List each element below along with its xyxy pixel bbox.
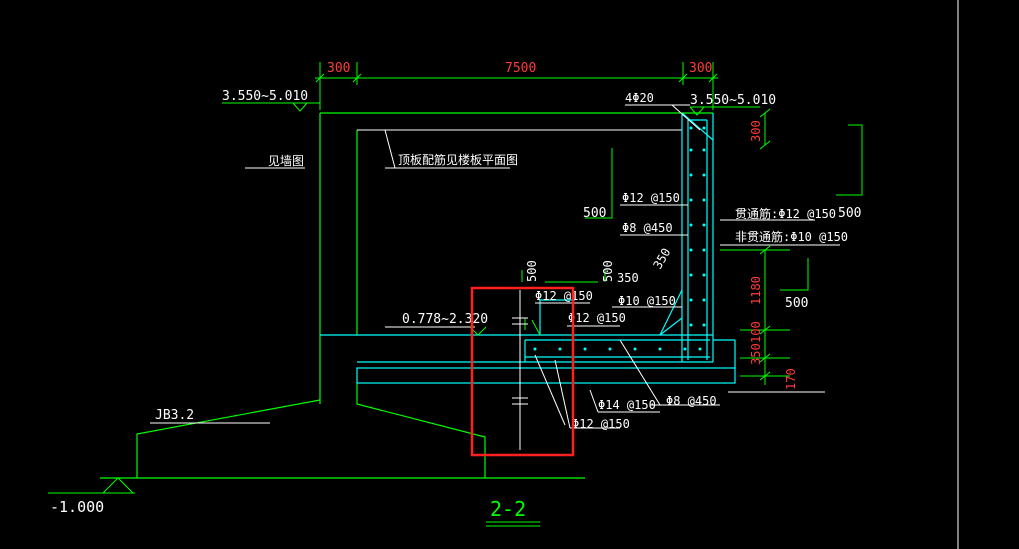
elevation-top-right: 3.550~5.010	[690, 93, 776, 108]
rebar-r4: Φ10 @150	[618, 294, 676, 308]
dim-left-500: 500	[583, 206, 606, 221]
note-slab: 顶板配筋见楼板平面图	[398, 152, 518, 167]
structure-outline-green	[100, 112, 713, 479]
bottom-slab	[320, 289, 736, 384]
rebar-dots-right-wall	[689, 126, 706, 327]
leader-lines	[150, 104, 840, 429]
elevation-top-right-symbol	[689, 106, 760, 116]
dim-haunch-b: 500	[601, 260, 615, 282]
dim-top-right-v: 300	[749, 120, 763, 142]
rebar-r5: Φ12 @150	[568, 311, 626, 325]
hook-symbols	[521, 124, 863, 336]
dim-right-wall: 300	[689, 61, 712, 76]
section-break-marks	[512, 290, 528, 450]
top-dimension-chain	[315, 62, 718, 110]
rebar-r1: Φ12 @150	[622, 191, 680, 205]
dim-haunch-d: 350	[650, 246, 673, 272]
elevation-bottom-symbol	[48, 477, 135, 494]
elevation-bottom: -1.000	[50, 498, 104, 516]
dim-mid-right-v: 1180	[749, 276, 763, 305]
dim-haunch-c: 350	[617, 271, 639, 285]
dim-low-right-v2: 350	[749, 343, 763, 365]
dim-right-500-top: 500	[838, 206, 861, 221]
elevation-top-left-symbol	[222, 102, 320, 112]
right-dimension-chain	[720, 108, 790, 385]
rebar-through: 贯通筋:Φ12 @150	[735, 206, 836, 221]
rebar-r8: Φ12 @150	[572, 417, 630, 431]
rebar-r6: Φ14 @150	[598, 398, 656, 412]
elevation-top-left: 3.550~5.010	[222, 89, 308, 104]
dim-right-500-mid: 500	[785, 296, 808, 311]
rebar-non-through: 非贯通筋:Φ10 @150	[735, 229, 848, 244]
dim-low-right-v3: 170	[784, 368, 798, 390]
rebar-r7: Φ8 @450	[666, 394, 717, 408]
dim-span: 7500	[505, 61, 536, 76]
rebar-r2: Φ8 @450	[622, 221, 673, 235]
right-wall	[681, 112, 714, 362]
dim-low-right-v1: 100	[749, 321, 763, 343]
highlight-box	[470, 286, 575, 457]
section-title: 2-2	[490, 497, 526, 521]
elevation-middle: 0.778~2.320	[402, 312, 488, 327]
rebar-top-corner: 4Φ20	[625, 91, 654, 105]
rebar-dots-bottom-slab	[533, 347, 702, 351]
note-see-wall: 见墙图	[268, 154, 304, 168]
note-jb: JB3.2	[155, 408, 194, 423]
dim-haunch-a: 500	[525, 260, 539, 282]
rebar-r3: Φ12 @150	[535, 289, 593, 303]
dim-left-wall: 300	[327, 61, 350, 76]
